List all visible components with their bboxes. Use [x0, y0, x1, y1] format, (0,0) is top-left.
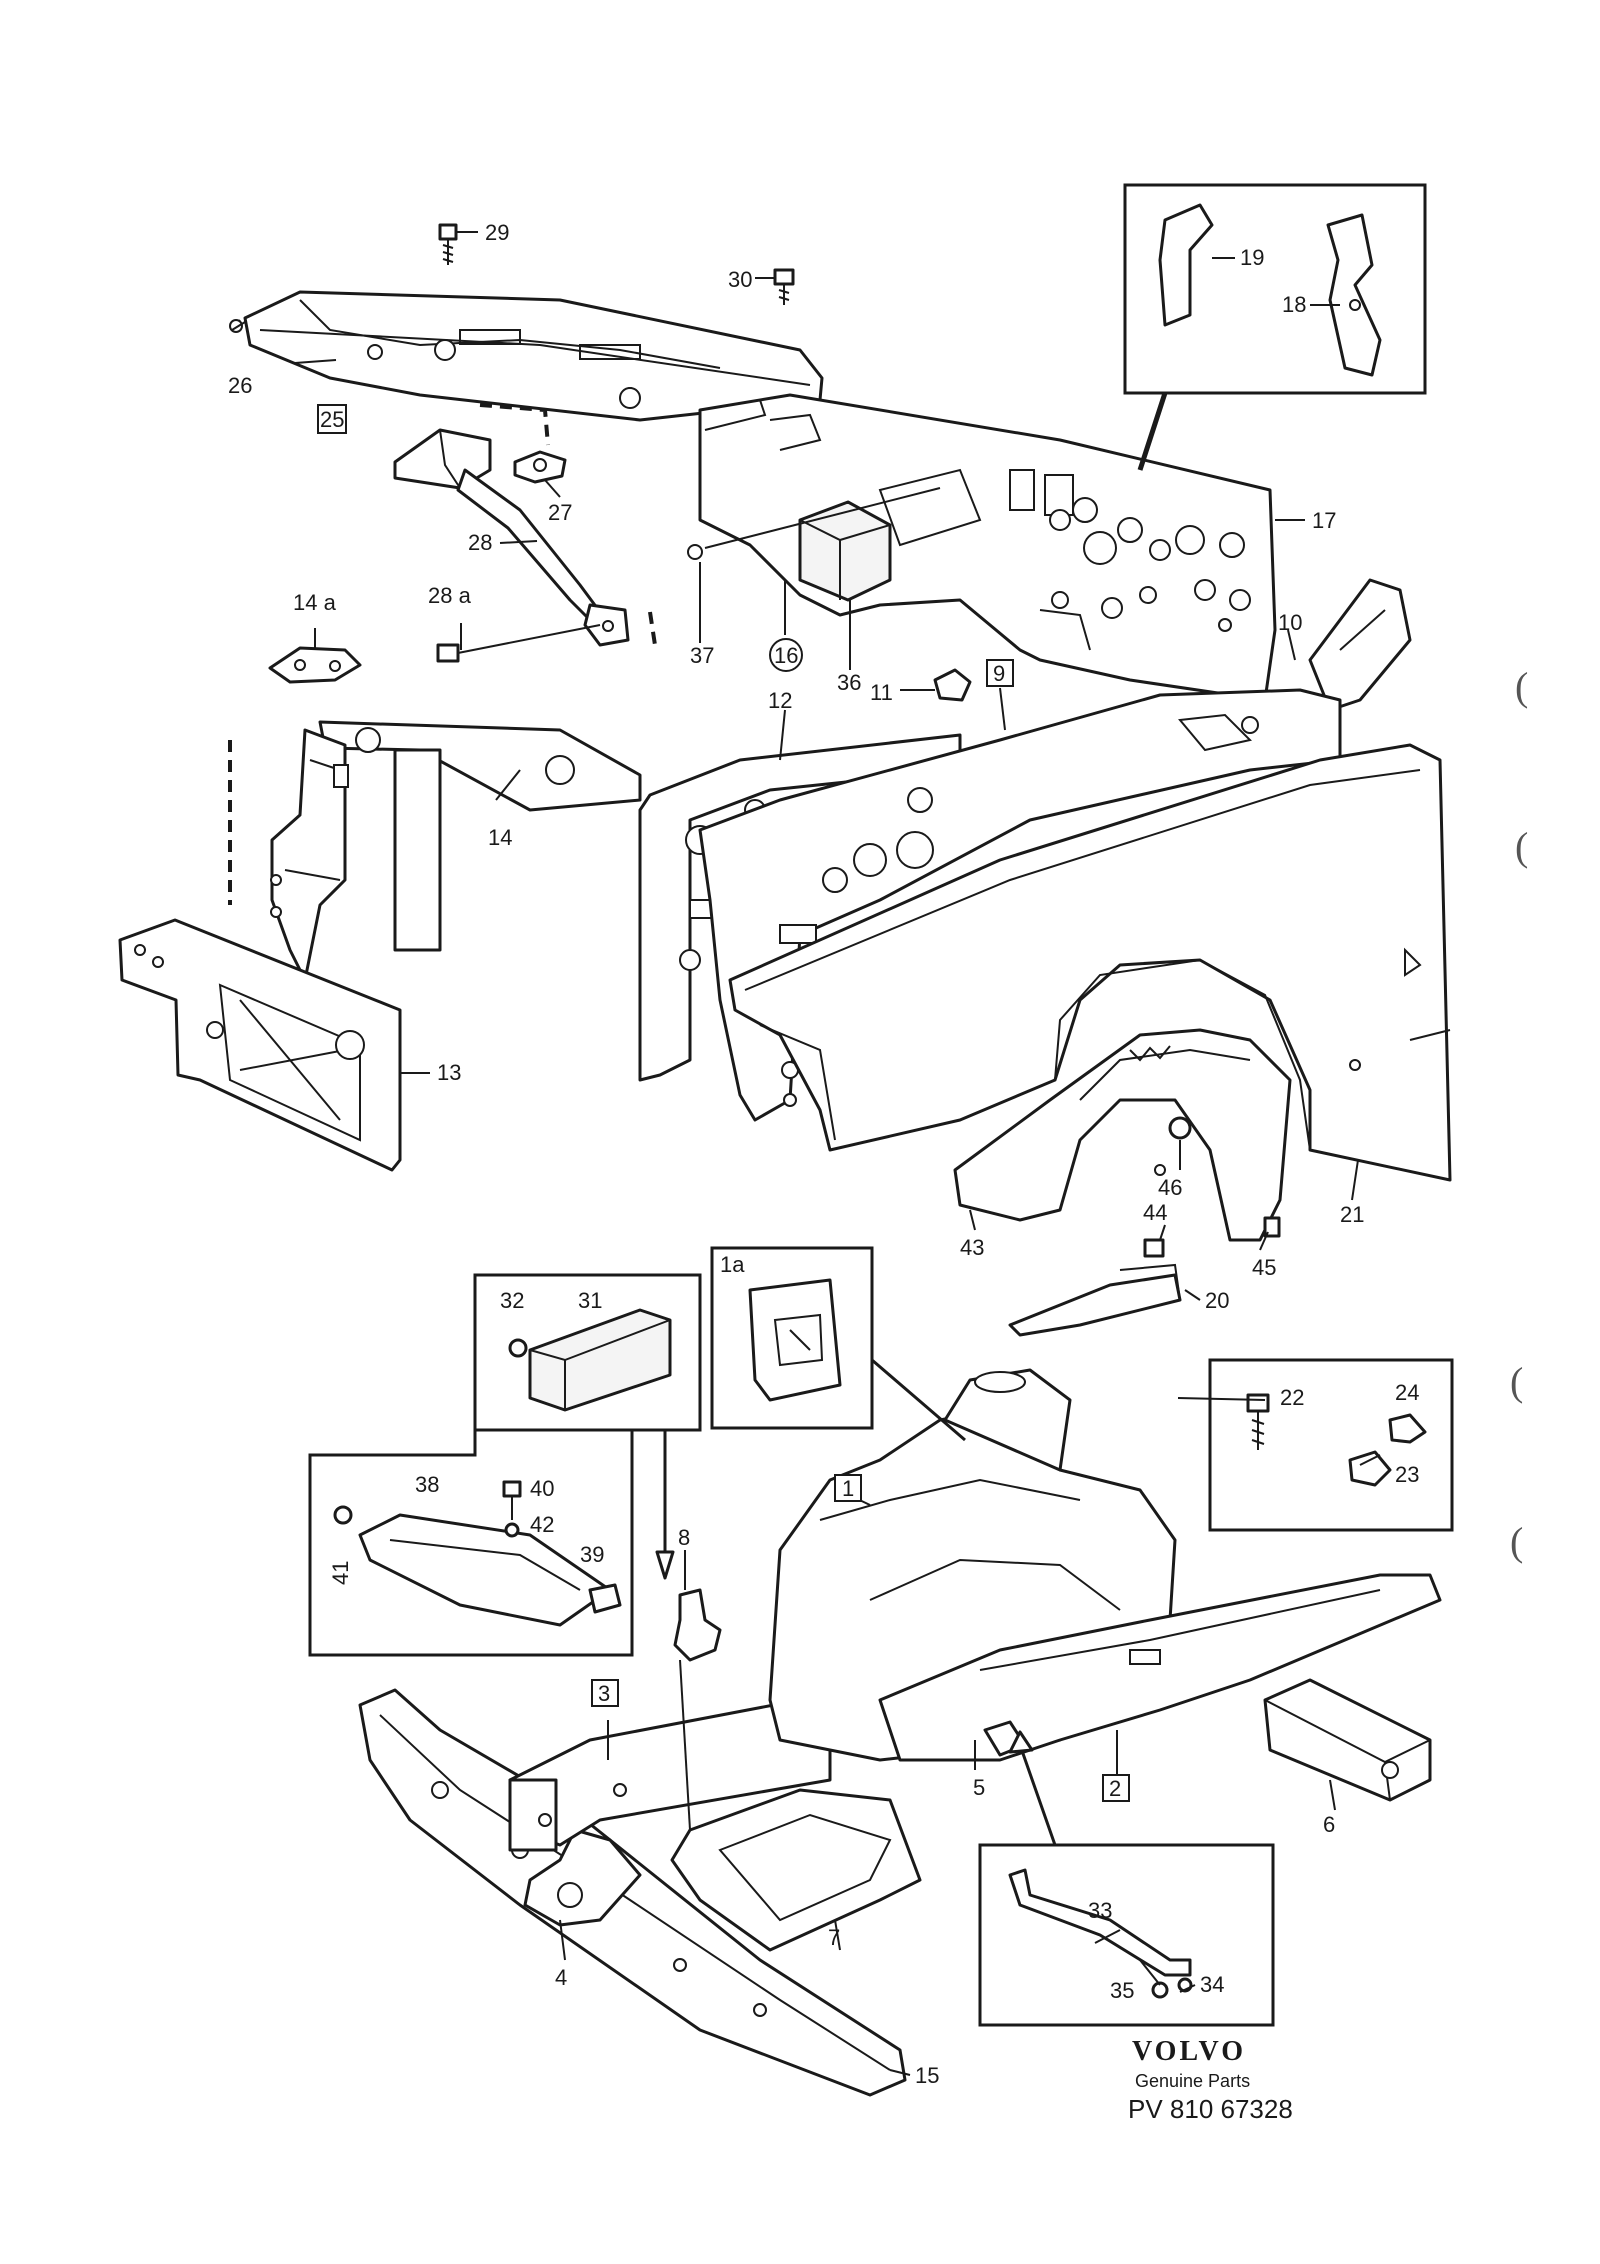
leader-37 — [704, 487, 941, 549]
callout-1a: 1a — [720, 1252, 745, 1277]
part-28-stay — [393, 428, 630, 647]
callout-22: 22 — [1280, 1385, 1304, 1410]
part-2-frame-rail — [878, 1573, 1442, 1762]
margin-mark: ( — [1510, 1359, 1523, 1404]
part-10-pillar — [1308, 578, 1412, 712]
callout-4: 4 — [555, 1965, 567, 1990]
inset-19-18 — [1123, 183, 1427, 395]
callout-23: 23 — [1395, 1462, 1419, 1487]
callout-36: 36 — [837, 670, 861, 695]
callout-1: 1 — [842, 1476, 854, 1501]
callout-14: 14 — [488, 825, 512, 850]
fastener-45 — [1263, 1216, 1281, 1238]
callout-6: 6 — [1323, 1812, 1335, 1837]
callout-14a: 14 a — [293, 590, 337, 615]
callout-labels: 29 30 26 25 27 28 28 a 14 a 14 13 37 16 … — [228, 220, 1419, 2088]
margin-mark: ( — [1515, 664, 1528, 709]
callout-2: 2 — [1109, 1776, 1121, 1801]
part-13-plate — [118, 918, 402, 1172]
part-3-side-member — [508, 1698, 832, 1852]
callout-7: 7 — [828, 1925, 840, 1950]
branding-block: VOLVO Genuine Parts PV 810 67328 — [1128, 2036, 1293, 2124]
fastener-44 — [1143, 1238, 1165, 1258]
callout-24: 24 — [1395, 1380, 1419, 1405]
callout-leaders — [231, 321, 1381, 2076]
part-21-fender — [728, 743, 1452, 1182]
callout-38: 38 — [415, 1472, 439, 1497]
bolt-29 — [438, 223, 478, 265]
callout-31: 31 — [578, 1288, 602, 1313]
part-20-bracket — [1008, 1263, 1182, 1337]
callout-42: 42 — [530, 1512, 554, 1537]
callout-29: 29 — [485, 220, 509, 245]
part-43-liner — [953, 1028, 1292, 1242]
inset-38-42 — [308, 1428, 634, 1657]
callout-19: 19 — [1240, 245, 1264, 270]
part-27-pad — [513, 450, 567, 484]
callout-46: 46 — [1158, 1175, 1182, 1200]
callout-5: 5 — [973, 1775, 985, 1800]
callout-18: 18 — [1282, 292, 1306, 317]
callout-12: 12 — [768, 688, 792, 713]
brand-subtitle: Genuine Parts — [1135, 2071, 1250, 2091]
part-6-mount — [1263, 1678, 1432, 1802]
callout-11: 11 — [870, 680, 893, 705]
part-14a-bracket — [268, 646, 362, 684]
callout-15: 15 — [915, 2063, 939, 2088]
callout-8: 8 — [678, 1525, 690, 1550]
callout-37: 37 — [690, 643, 714, 668]
callout-30: 30 — [728, 267, 752, 292]
callout-26: 26 — [228, 373, 252, 398]
callout-25: 25 — [320, 407, 344, 432]
callout-10: 10 — [1278, 610, 1302, 635]
bolt-28a — [436, 624, 601, 663]
bolt-30 — [755, 268, 795, 305]
brand-logo: VOLVO — [1132, 2036, 1246, 2067]
callout-41: 41 — [328, 1561, 353, 1585]
callout-39: 39 — [580, 1542, 604, 1567]
inset-33-35 — [978, 1843, 1275, 2027]
fastener-46 — [1168, 1116, 1192, 1140]
part-4-bracket — [523, 1828, 642, 1927]
callout-40: 40 — [530, 1476, 554, 1501]
callout-3: 3 — [598, 1681, 610, 1706]
callout-13: 13 — [437, 1060, 461, 1085]
callout-20: 20 — [1205, 1288, 1229, 1313]
inset-1a — [710, 1246, 874, 1430]
inset-31-32 — [473, 1273, 702, 1432]
part-14-panel — [270, 720, 642, 982]
margin-marks: ( ( ( ( — [1510, 664, 1528, 1564]
inset-22-24 — [1208, 1358, 1454, 1532]
part-number-code: PV 810 67328 — [1128, 2094, 1293, 2124]
part-36-module — [798, 500, 892, 602]
callout-34: 34 — [1200, 1972, 1224, 1997]
part-17-bulkhead — [698, 393, 1277, 702]
callout-16: 16 — [774, 643, 798, 668]
callout-32: 32 — [500, 1288, 524, 1313]
part-8-clip — [673, 1588, 722, 1662]
margin-mark: ( — [1515, 824, 1528, 869]
callout-35: 35 — [1110, 1978, 1134, 2003]
part-7-tray — [670, 1788, 922, 1952]
callout-9: 9 — [993, 661, 1005, 686]
callout-28: 28 — [468, 530, 492, 555]
callout-44: 44 — [1143, 1200, 1167, 1225]
callout-21: 21 — [1340, 1202, 1364, 1227]
callout-43: 43 — [960, 1235, 984, 1260]
callout-17: 17 — [1312, 508, 1336, 533]
callout-45: 45 — [1252, 1255, 1276, 1280]
part-25-upper-crossmember — [229, 290, 824, 422]
callout-28a: 28 a — [428, 583, 472, 608]
margin-mark: ( — [1510, 1519, 1523, 1564]
part-11-clip — [900, 668, 972, 702]
callout-27: 27 — [548, 500, 572, 525]
callout-33: 33 — [1088, 1898, 1112, 1923]
